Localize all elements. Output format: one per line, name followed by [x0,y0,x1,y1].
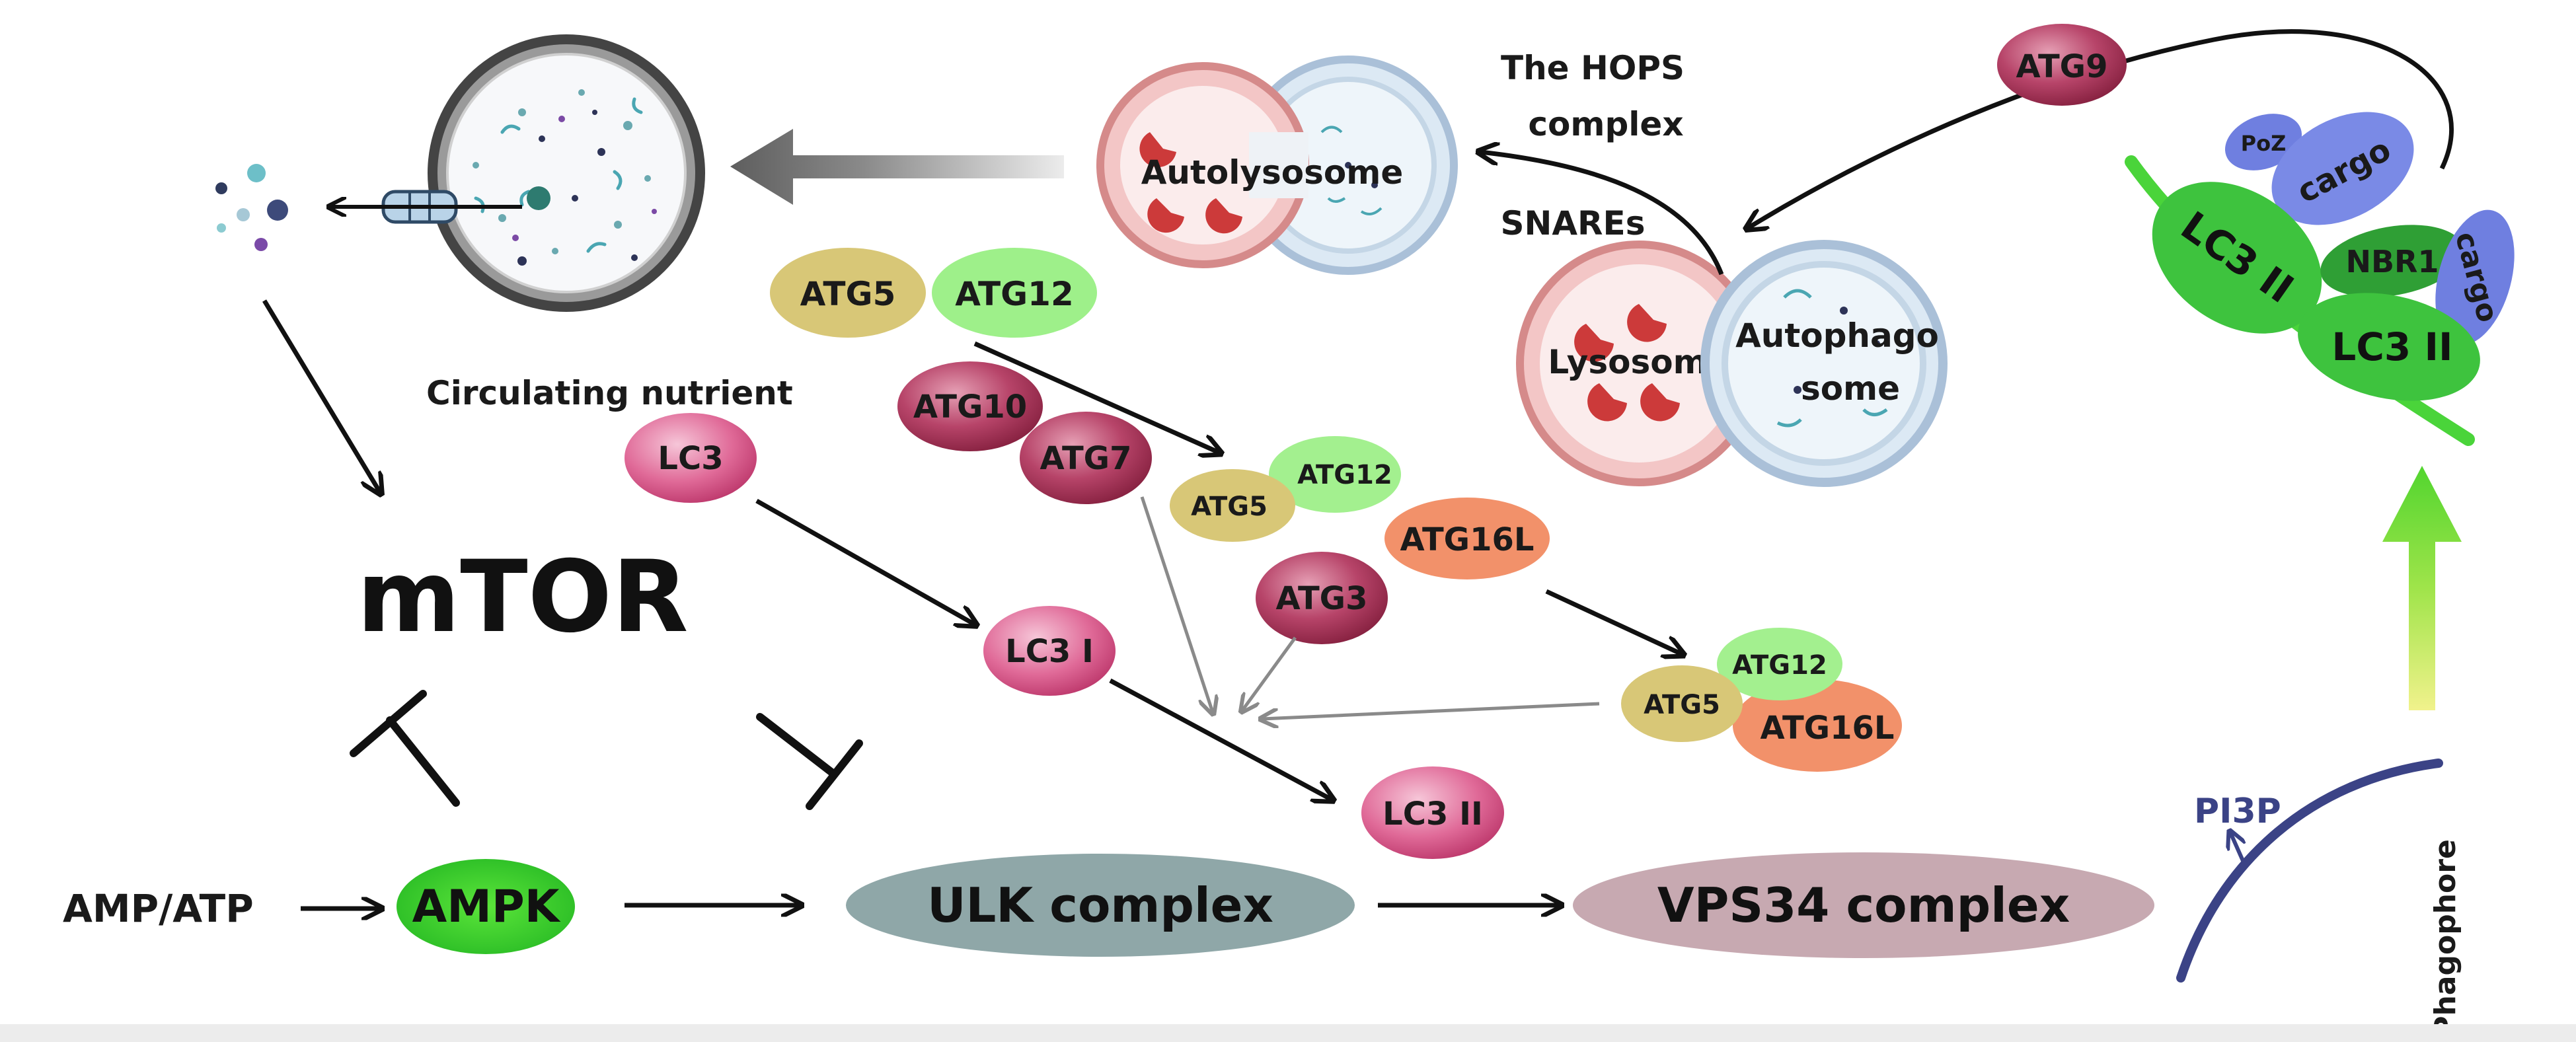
atg16l-label: ATG16L [1400,521,1534,558]
snares-label: SNAREs [1501,204,1646,242]
complex2-atg5 [1621,665,1743,742]
complex2-gray-arrow [1262,702,1600,719]
hops-label-line1: The HOPS [1501,49,1685,87]
complex2-atg5-label: ATG5 [1644,690,1720,720]
complex1-atg5 [1170,469,1295,542]
hops-label-line2: complex [1528,105,1683,143]
atg5-atg12-conjugation-arrow [973,341,1219,453]
amp-atp-label: AMP/ATP [63,886,254,931]
lc3-ii-protein [1361,766,1504,859]
autophagosome-icon [1700,240,1948,487]
lc3-protein [625,413,757,503]
atg7-protein [1020,412,1152,504]
lc3-ii-top [2152,182,2322,334]
lysosome-icon [1516,241,1762,486]
release-arrow [730,129,1064,205]
atg9-label: ATG9 [2016,48,2108,85]
circulating-nutrient-label: Circulating nutrient [426,374,793,412]
ampk-node [397,859,575,954]
lc3i-to-lc3ii-arrow [1109,678,1332,800]
ampk-label: AMPK [412,881,561,933]
mtor-label: mTOR [357,540,689,655]
atg7-gray-arrow [1140,496,1213,712]
atg5-protein [770,248,926,338]
nbr1-label: NBR1 [2346,244,2439,279]
autolysosome-label: Autolysosome [1141,153,1404,192]
ulk-complex-label: ULK complex [927,877,1273,933]
atg9-protein [1997,24,2127,106]
cargo-side [2435,209,2515,346]
mtor-inhibits-ulk [756,713,863,810]
poz-label: PoZ [2241,131,2287,156]
expansion-arrow [2382,466,2462,710]
complex1-atg5-label: ATG5 [1191,492,1268,522]
lc3-ii-label: LC3 II [1383,796,1483,833]
lc3-ii-bottom [2298,293,2480,401]
lc3-i-protein [983,606,1116,696]
released-nutrients-icon [215,164,288,251]
ulk-complex-node [846,854,1355,957]
atg12-label: ATG12 [955,275,1074,313]
complex2-atg12 [1717,628,1842,700]
autophagosome-label-line1: Autophago [1735,316,1939,355]
atg12-protein [932,248,1097,338]
maturation-arrow [1748,29,2454,228]
atg10-protein [897,361,1043,451]
atg3-gray-arrow [1242,636,1297,710]
atg10-label: ATG10 [913,389,1027,426]
nutrient-cell-icon [330,34,705,312]
ampk-inhibits-mtor [350,690,460,807]
lc3-label: LC3 [658,440,723,477]
lc3-i-label: LC3 I [1005,633,1094,670]
complex2-atg12-label: ATG12 [1732,650,1827,681]
poz-domain [2224,114,2302,170]
vps34-complex-node [1573,852,2154,958]
cargo-top [2271,112,2414,225]
atg16l-association-arrow [1545,589,1682,654]
atg3-label: ATG3 [1276,580,1368,617]
autolysosome-icon [1096,56,1458,275]
atg16l-protein [1384,498,1550,579]
atg3-protein [1256,552,1388,644]
atg7-label: ATG7 [1040,440,1132,477]
complex1-atg12 [1269,436,1401,513]
phagophore-membrane [2176,759,2443,983]
pi3p-label: PI3P [2194,792,2281,831]
bottom-divider [0,1024,2576,1042]
complex2-atg16l-label: ATG16L [1761,710,1895,747]
nbr1-receptor [2320,225,2464,297]
lc3-ii-bottom-label: LC3 II [2331,324,2452,369]
fusion-arrow [1480,152,1724,276]
complex2-atg16l [1733,679,1902,772]
complex1-atg12-label: ATG12 [1297,460,1392,490]
atg5-label: ATG5 [800,275,896,313]
vps34-complex-label: VPS34 complex [1657,877,2070,933]
lysosome-label: Lysosome [1548,343,1729,381]
lc3-to-lc3i-arrow [755,498,975,624]
nutrient-to-mtor-arrow [262,299,380,492]
pi3p-arrow [2230,833,2244,864]
phagophore-label: Phagophore [2429,839,2462,1037]
autophagosome-label-line2: some [1801,369,1900,408]
